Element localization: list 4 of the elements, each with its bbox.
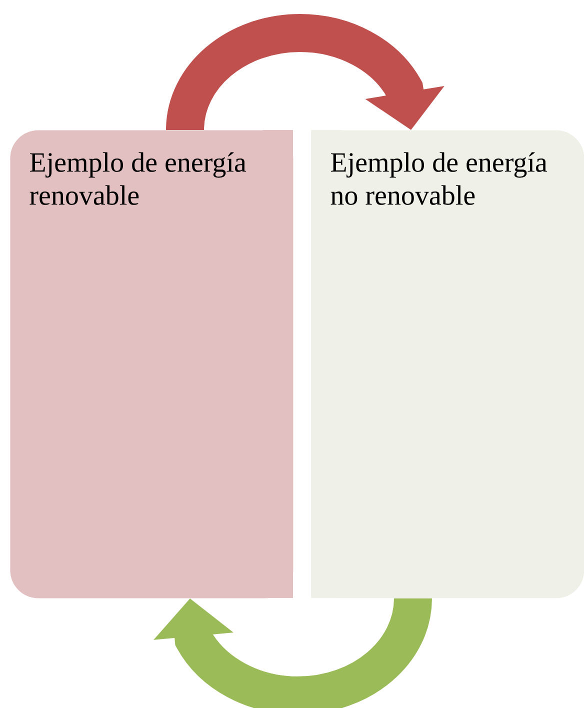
text-panel: Ejemplo de energía renovable [10, 130, 294, 598]
curved-arrow [166, 14, 444, 132]
curved-arrow [154, 596, 432, 708]
text-panel: Ejemplo de energía no renovable [311, 130, 584, 598]
